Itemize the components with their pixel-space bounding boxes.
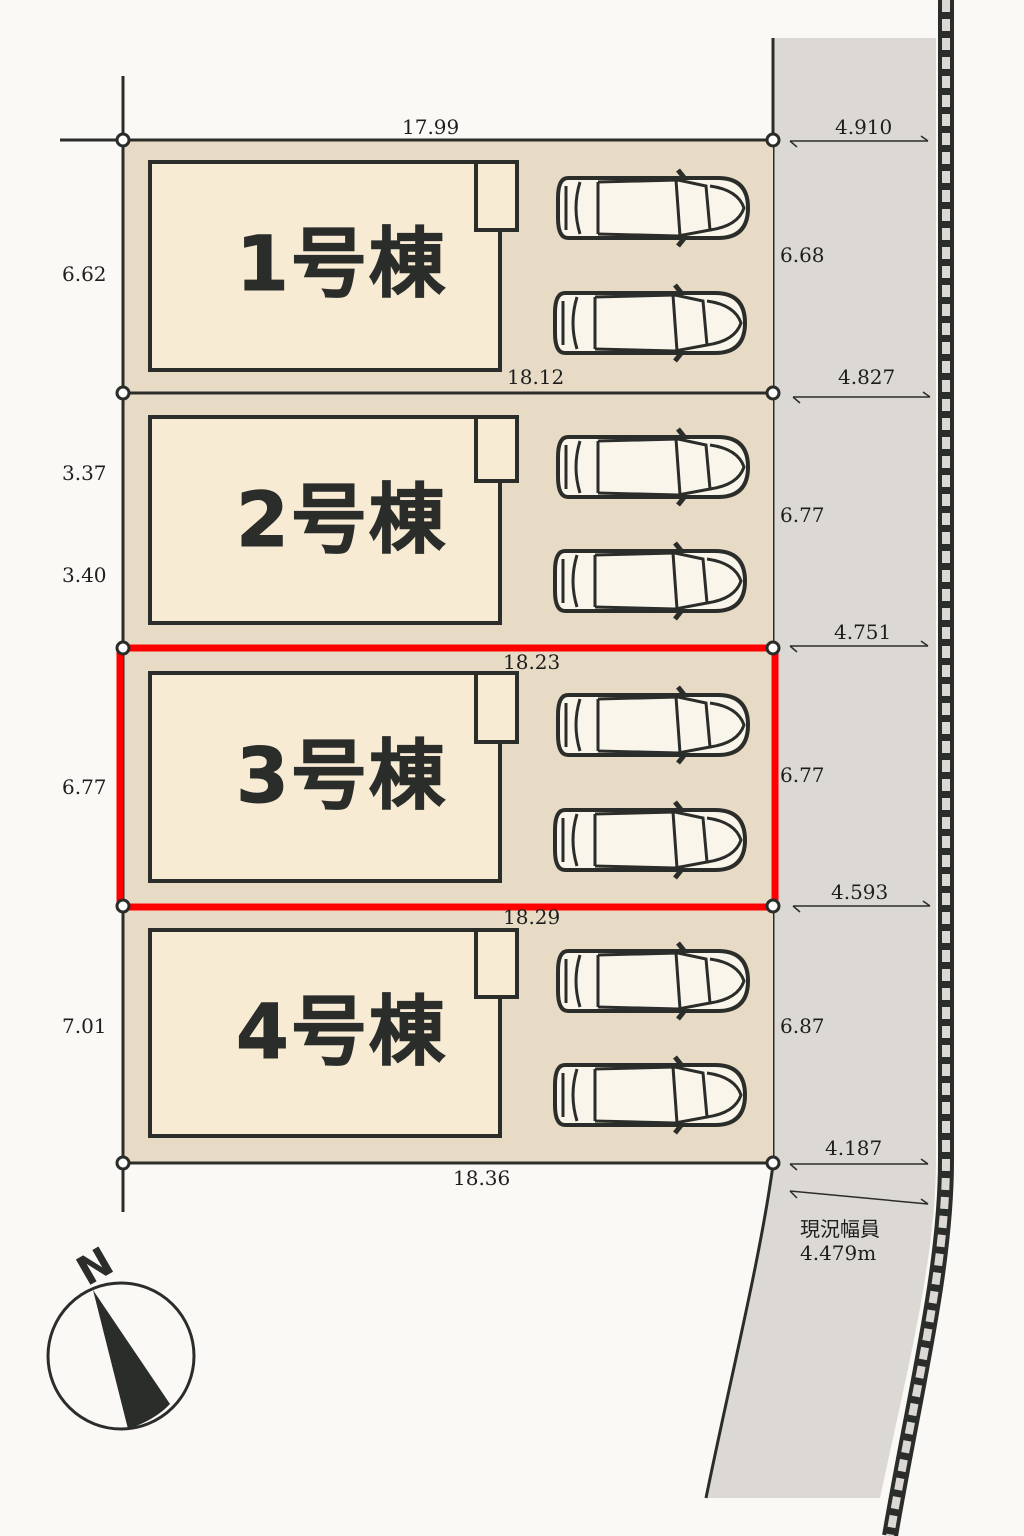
- boundary-markers: [115, 132, 781, 1171]
- road-dimension-lines: [789, 135, 931, 1205]
- lot-4-label: 4号棟: [236, 987, 447, 1076]
- lot-4-bottom-dim: 18.36: [453, 1166, 511, 1190]
- road-width-2: 4.827: [838, 365, 896, 389]
- house-outlines: [148, 160, 519, 1138]
- lot-2-right-dim: 6.77: [780, 503, 825, 527]
- svg-text:N: N: [69, 1239, 121, 1296]
- lot-1-left-dim: 6.62: [62, 262, 107, 286]
- lot-2-top-dim: 18.12: [507, 365, 565, 389]
- lot-1-label: 1号棟: [236, 219, 447, 308]
- north-arrow-icon: N: [46, 1239, 196, 1431]
- road-current-width: 現況幅員 4.479m: [800, 1217, 880, 1265]
- road-current-width-value: 4.479m: [800, 1241, 877, 1265]
- road-width-4: 4.593: [831, 880, 889, 904]
- lot-3-top-dim: 18.23: [503, 650, 561, 674]
- lot-4-left-dim: 7.01: [62, 1014, 107, 1038]
- lot-3-highlight: [116, 644, 779, 911]
- lot-2-left-dim-lower: 3.40: [62, 563, 107, 587]
- road-width-3: 4.751: [834, 620, 892, 644]
- road-width-1: 4.910: [835, 115, 893, 139]
- lot-2-label: 2号棟: [236, 475, 447, 564]
- drainage-channel: [882, 0, 954, 1536]
- lot-4-right-dim: 6.87: [780, 1014, 825, 1038]
- lot-2-left-dim-upper: 3.37: [62, 461, 107, 485]
- lot-1-right-dim: 6.68: [780, 243, 825, 267]
- road-current-width-label: 現況幅員: [800, 1217, 880, 1241]
- lot-3-right-dim: 6.77: [780, 763, 825, 787]
- road-width-bottom: 4.187: [825, 1136, 883, 1160]
- lot-3-left-dim: 6.77: [62, 775, 107, 799]
- lot-4-top-dim: 18.29: [503, 905, 561, 929]
- lot-3-label[interactable]: 3号棟: [236, 731, 447, 820]
- road-edge-line: [704, 38, 775, 1499]
- lot-1-top-dim: 17.99: [402, 115, 460, 139]
- road-area: [706, 38, 936, 1498]
